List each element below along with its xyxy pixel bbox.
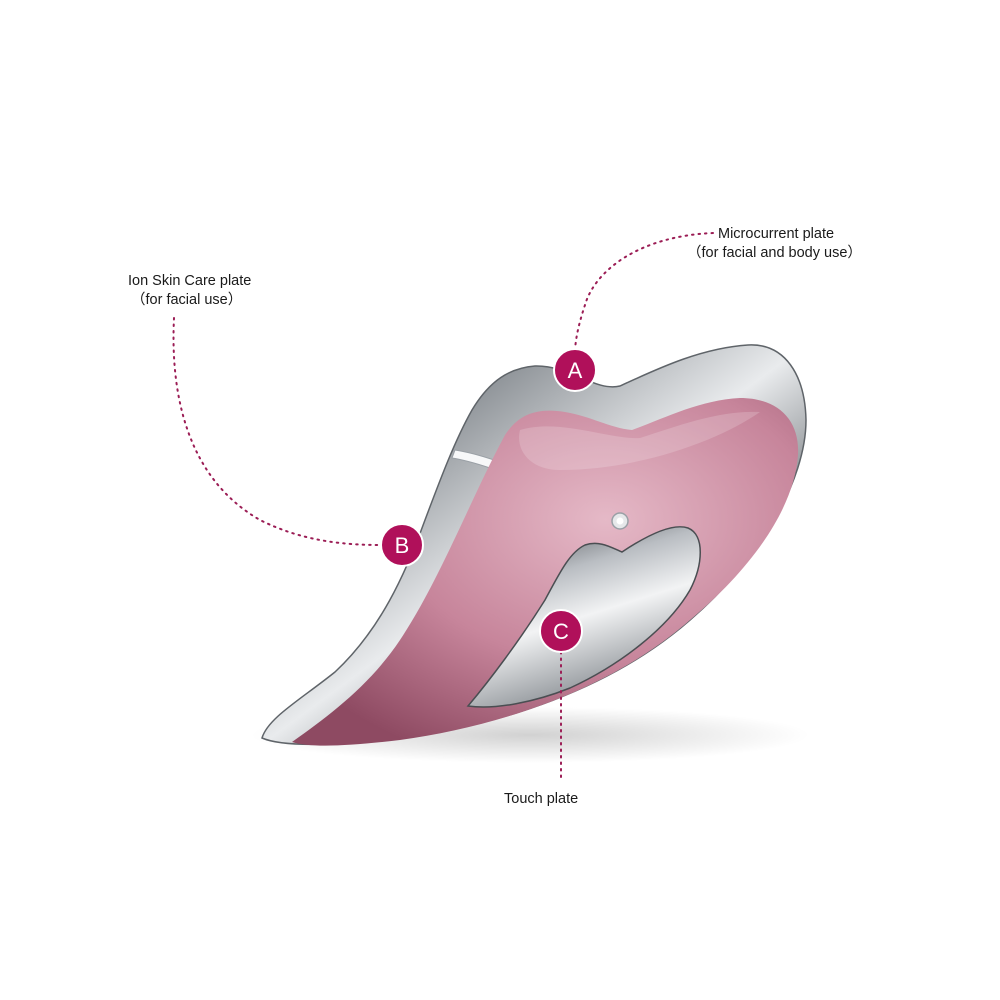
- label-microcurrent-plate: Microcurrent plate （for facial and body …: [687, 225, 862, 263]
- label-c-title: Touch plate: [504, 791, 579, 807]
- touch-plate: [466, 526, 701, 708]
- marker-a: A: [553, 348, 597, 392]
- indicator-light-center: [616, 517, 624, 525]
- pink-body: [292, 398, 799, 746]
- marker-c: C: [539, 609, 583, 653]
- marker-b: B: [380, 523, 424, 567]
- label-b-subtitle: （for facial use）: [131, 292, 243, 308]
- label-b-title: Ion Skin Care plate: [128, 273, 252, 289]
- marker-a-letter: A: [568, 358, 583, 383]
- label-a-title: Microcurrent plate: [718, 226, 835, 242]
- marker-b-letter: B: [395, 533, 410, 558]
- leader-line-b: [172, 317, 381, 546]
- leader-line-a: [574, 232, 714, 351]
- label-a-subtitle: （for facial and body use）: [687, 245, 862, 261]
- label-touch-plate: Touch plate: [504, 790, 578, 809]
- pink-highlight: [519, 411, 760, 470]
- label-ion-skin-care-plate: Ion Skin Care plate （for facial use）: [128, 272, 251, 310]
- marker-c-letter: C: [553, 619, 569, 644]
